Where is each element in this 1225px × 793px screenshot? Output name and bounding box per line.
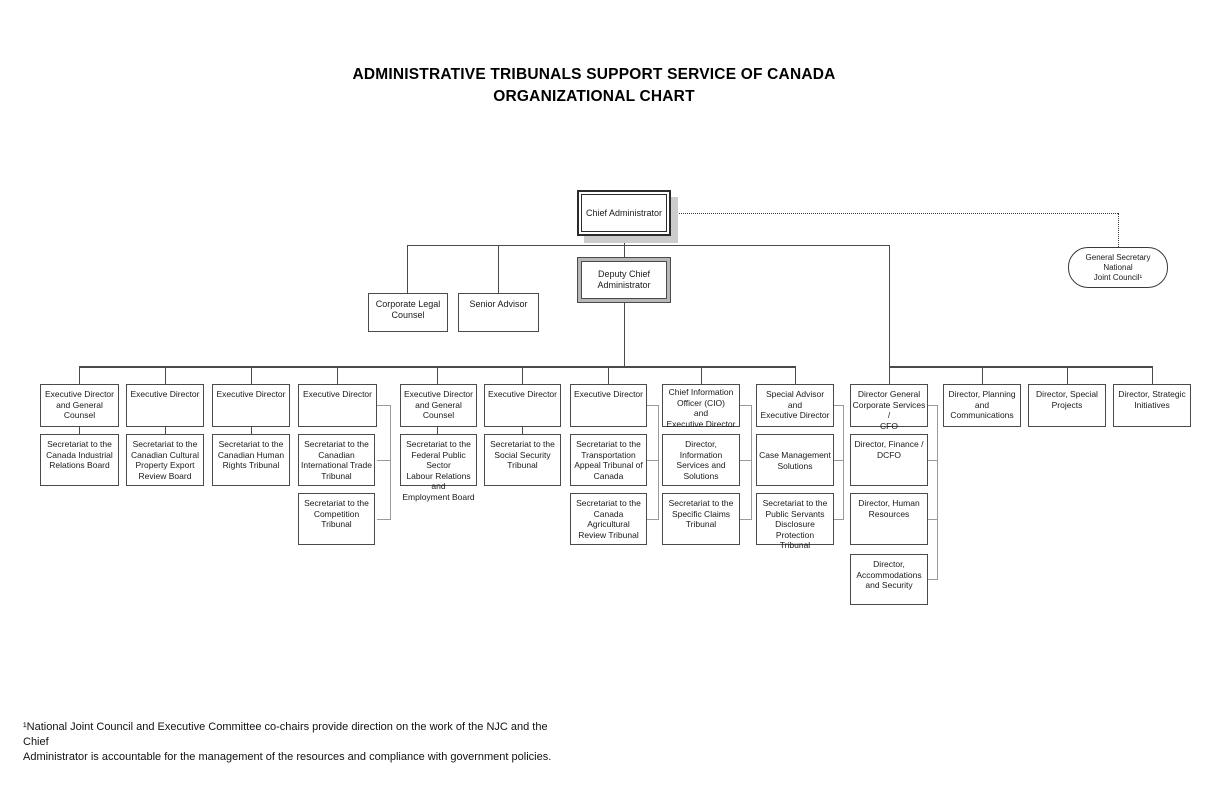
line-bus-right xyxy=(889,366,1153,368)
node-case-management-solutions: Case Management Solutions xyxy=(756,434,834,486)
chief-administrator-label: Chief Administrator xyxy=(581,194,667,232)
line-drop-col3 xyxy=(251,367,252,384)
sideline-col10-child2 xyxy=(928,519,937,520)
line-child-drop-col1 xyxy=(79,427,80,434)
line-child-drop-col2 xyxy=(165,427,166,434)
title-line-2: ORGANIZATIONAL CHART xyxy=(493,88,695,105)
node-head-director-special-projects: Director, Special Projects xyxy=(1028,384,1106,427)
node-chief-administrator: Chief Administrator xyxy=(577,190,671,236)
node-secretariat-specific-claims-tribunal: Secretariat to the Specific Claims Tribu… xyxy=(662,493,740,545)
node-general-secretary-njc: General Secretary National Joint Council… xyxy=(1068,247,1168,288)
node-director-accommodations-security: Director, Accommodations and Security xyxy=(850,554,928,605)
line-drop-col11 xyxy=(982,367,983,384)
node-secretariat-chrt: Secretariat to the Canadian Human Rights… xyxy=(212,434,290,486)
node-head-ed-sst: Executive Director xyxy=(484,384,561,427)
node-senior-advisor: Senior Advisor xyxy=(458,293,539,332)
node-deputy-chief-administrator: Deputy Chief Administrator xyxy=(577,257,671,303)
node-head-director-strategic-initiatives: Director, Strategic Initiatives xyxy=(1113,384,1191,427)
node-director-information-services: Director, Information Services and Solut… xyxy=(662,434,740,486)
line-child-drop-col5 xyxy=(437,427,438,434)
line-drop-col9 xyxy=(795,367,796,384)
node-secretariat-fpslreb: Secretariat to the Federal Public Sector… xyxy=(400,434,477,502)
sideline-col4-child1 xyxy=(377,460,390,461)
node-secretariat-sst: Secretariat to the Social Security Tribu… xyxy=(484,434,561,486)
sideline-col8-child2 xyxy=(740,519,751,520)
line-child-drop-col6 xyxy=(522,427,523,434)
deputy-chief-administrator-label: Deputy Chief Administrator xyxy=(581,261,667,299)
sideline-col8-child1 xyxy=(740,460,751,461)
page-title: ADMINISTRATIVE TRIBUNALS SUPPORT SERVICE… xyxy=(0,64,1188,108)
line-advisors-branch xyxy=(407,245,890,246)
node-head-ed-ccperb: Executive Director xyxy=(126,384,204,427)
sideline-col10-child1 xyxy=(928,460,937,461)
line-deputy-to-bus xyxy=(624,303,625,367)
node-head-dg-corporate-services-cfo: Director General Corporate Services / CF… xyxy=(850,384,928,431)
line-drop-col2 xyxy=(165,367,166,384)
line-drop-col7 xyxy=(608,367,609,384)
node-director-finance-dcfo: Director, Finance / DCFO xyxy=(850,434,928,486)
line-drop-col8 xyxy=(701,367,702,384)
node-head-ed-gc-fpslreb: Executive Director and General Counsel xyxy=(400,384,477,427)
sideline-col7-child2 xyxy=(647,519,658,520)
line-drop-corporate-legal-counsel xyxy=(407,245,408,293)
line-drop-col13 xyxy=(1152,367,1153,384)
dotted-line-chief-to-njc xyxy=(672,213,1118,214)
line-child-drop-col3 xyxy=(251,427,252,434)
sideline-col10-vertical xyxy=(937,405,938,580)
node-head-cio-ed: Chief Information Officer (CIO) and Exec… xyxy=(662,384,740,429)
sideline-col4-vertical xyxy=(390,405,391,520)
sideline-col9-vertical xyxy=(843,405,844,520)
line-drop-col4 xyxy=(337,367,338,384)
sideline-col8-vertical xyxy=(751,405,752,520)
sideline-col9-head xyxy=(834,405,843,406)
line-drop-col12 xyxy=(1067,367,1068,384)
node-secretariat-citt: Secretariat to the Canadian Internationa… xyxy=(298,434,375,486)
node-head-ed-gc-cirb: Executive Director and General Counsel xyxy=(40,384,119,427)
sideline-col8-head xyxy=(740,405,751,406)
sideline-col7-child1 xyxy=(647,460,658,461)
sideline-col9-child2 xyxy=(834,519,843,520)
node-secretariat-psdpt: Secretariat to the Public Servants Discl… xyxy=(756,493,834,550)
line-chief-to-corporate-bus xyxy=(889,245,890,384)
dotted-line-njc-drop xyxy=(1118,213,1119,247)
sideline-col9-child1 xyxy=(834,460,843,461)
node-director-human-resources: Director, Human Resources xyxy=(850,493,928,545)
line-drop-senior-advisor xyxy=(498,245,499,293)
sideline-col7-vertical xyxy=(658,405,659,520)
sideline-col4-head xyxy=(377,405,390,406)
node-head-ed-citt: Executive Director xyxy=(298,384,377,427)
line-drop-col1 xyxy=(79,367,80,384)
node-corporate-legal-counsel: Corporate Legal Counsel xyxy=(368,293,448,332)
title-line-1: ADMINISTRATIVE TRIBUNALS SUPPORT SERVICE… xyxy=(352,66,836,83)
sideline-col10-head xyxy=(928,405,937,406)
line-drop-col5 xyxy=(437,367,438,384)
node-secretariat-competition-tribunal: Secretariat to the Competition Tribunal xyxy=(298,493,375,545)
node-head-special-advisor-ed: Special Advisor and Executive Director xyxy=(756,384,834,427)
node-head-ed-chrt: Executive Director xyxy=(212,384,290,427)
line-drop-col6 xyxy=(522,367,523,384)
footnote: ¹National Joint Council and Executive Co… xyxy=(23,721,552,763)
sideline-col10-child3 xyxy=(928,579,937,580)
node-head-director-planning-communications: Director, Planning and Communications xyxy=(943,384,1021,427)
node-head-ed-tatc: Executive Director xyxy=(570,384,647,427)
sideline-col7-head xyxy=(647,405,658,406)
node-secretariat-tatc: Secretariat to the Transportation Appeal… xyxy=(570,434,647,486)
line-chief-to-deputy xyxy=(624,236,625,257)
node-secretariat-cirb: Secretariat to the Canada Industrial Rel… xyxy=(40,434,119,486)
sideline-col4-child2 xyxy=(377,519,390,520)
node-secretariat-ccperb: Secretariat to the Canadian Cultural Pro… xyxy=(126,434,204,486)
node-secretariat-cart: Secretariat to the Canada Agricultural R… xyxy=(570,493,647,545)
